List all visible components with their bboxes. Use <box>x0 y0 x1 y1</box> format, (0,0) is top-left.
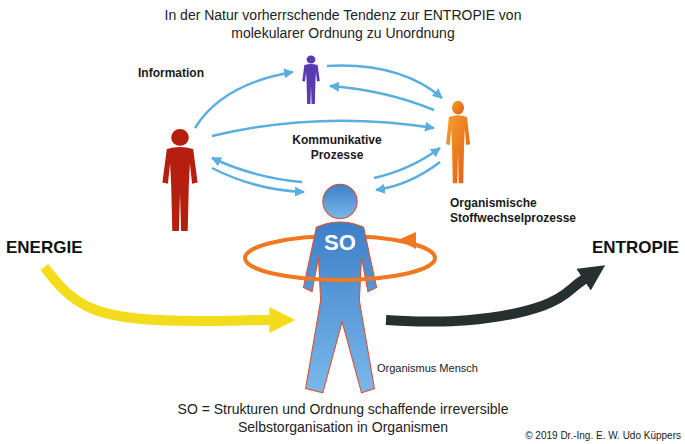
copyright-note: © 2019 Dr.-Ing. E. W. Udo Küppers <box>481 429 681 442</box>
organism-label: Organismus Mensch <box>377 361 478 376</box>
person-purple <box>302 56 320 105</box>
metabolism-ring-front <box>245 258 435 280</box>
communication-arrow <box>195 72 293 128</box>
human-silhouette <box>297 180 383 395</box>
so-label: SO <box>297 230 383 256</box>
metabolism-ring-arrowhead <box>398 232 416 249</box>
communication-arrow <box>330 86 434 110</box>
human-head <box>323 184 357 218</box>
entropy-label-box: ENTROPIE <box>588 234 683 261</box>
info-label: Information <box>138 66 228 81</box>
diagram-title: In der Natur vorherrschende Tendenz zur … <box>158 6 528 42</box>
energy-label: ENERGIE <box>6 237 83 258</box>
human-organism: SOOrganismus Mensch <box>297 180 383 395</box>
communication-arrow <box>212 158 302 182</box>
person-red <box>162 129 197 231</box>
entropy-label: ENTROPIE <box>592 237 679 258</box>
process-label: Organismische Stoffwechselprozesse <box>450 196 590 226</box>
process-label: Kommunikative Prozesse <box>285 133 389 163</box>
diagram-caption: SO = Strukturen und Ordnung schaffende i… <box>163 400 523 436</box>
communication-arrows <box>195 66 442 192</box>
communication-arrow <box>374 148 440 178</box>
entropy-arrow <box>386 278 586 321</box>
energy-label-box: ENERGIE <box>2 234 87 261</box>
energy-arrow <box>44 267 272 321</box>
person-orange <box>446 101 470 183</box>
